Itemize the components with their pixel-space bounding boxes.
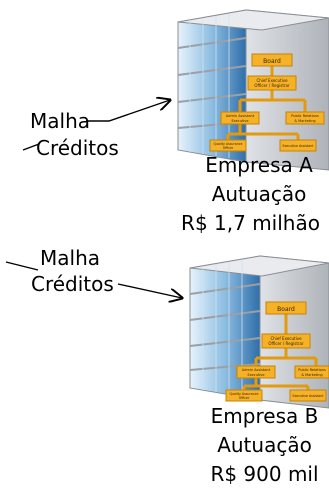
org-a-admin-1: Admin Assistant — [226, 114, 255, 118]
arrow-b-lower — [117, 283, 182, 298]
arrows-a — [22, 100, 170, 151]
label-b-creditos: Créditos — [31, 272, 114, 296]
org-b-board: Board — [277, 306, 295, 313]
arrow-a-upper — [86, 100, 170, 122]
org-a-board: Board — [263, 58, 281, 65]
org-b-pr-2: & Marketing — [301, 373, 322, 377]
org-a-quality-2: Officer — [223, 146, 234, 150]
org-b-exec-assistant: Executive Assistant — [292, 394, 324, 398]
building-b — [189, 255, 329, 409]
org-b-ceo-2: Officer / Registrar — [268, 341, 304, 346]
org-a-ceo-1: Chief Executive — [256, 78, 288, 83]
arrows-b — [5, 261, 182, 298]
company-b-name: Empresa B — [210, 404, 319, 428]
org-b-ceo-1: Chief Executive — [270, 336, 302, 341]
org-b-quality-1: Quality Assurance — [230, 392, 259, 396]
org-a-ceo-2: Officer / Registrar — [254, 83, 290, 88]
arrow-a-lower-tick — [22, 143, 40, 151]
org-chart-b: Board Chief Executive Officer / Registra… — [225, 301, 329, 402]
org-b-pr-1: Public Relations — [298, 368, 326, 372]
org-b-admin-2: Executive — [247, 373, 264, 377]
org-chart-a: Board Chief Executive Officer / Registra… — [209, 53, 325, 152]
label-a-malha: Malha — [30, 109, 90, 133]
company-a-activity: Autuação — [211, 182, 307, 206]
org-a-pr-2: & Marketing — [294, 119, 315, 123]
label-b-malha: Malha — [40, 246, 100, 270]
company-b-activity: Autuação — [217, 433, 312, 457]
company-b-amount: R$ 900 mil — [210, 462, 319, 486]
company-a-amount: R$ 1,7 milhão — [181, 211, 320, 235]
org-b-quality-2: Officer — [239, 396, 250, 400]
company-a-name: Empresa A — [205, 153, 313, 177]
label-a-creditos: Créditos — [36, 136, 119, 160]
arrow-b-upper-tick — [5, 261, 39, 271]
org-a-exec-assistant: Executive Assistant — [282, 144, 314, 148]
org-a-pr-1: Public Relations — [291, 114, 319, 118]
building-a — [177, 9, 329, 171]
org-a-quality-1: Quality Assurance — [214, 142, 243, 146]
org-a-admin-2: Executive — [231, 119, 248, 123]
org-b-admin-1: Admin Assistant — [242, 368, 271, 372]
